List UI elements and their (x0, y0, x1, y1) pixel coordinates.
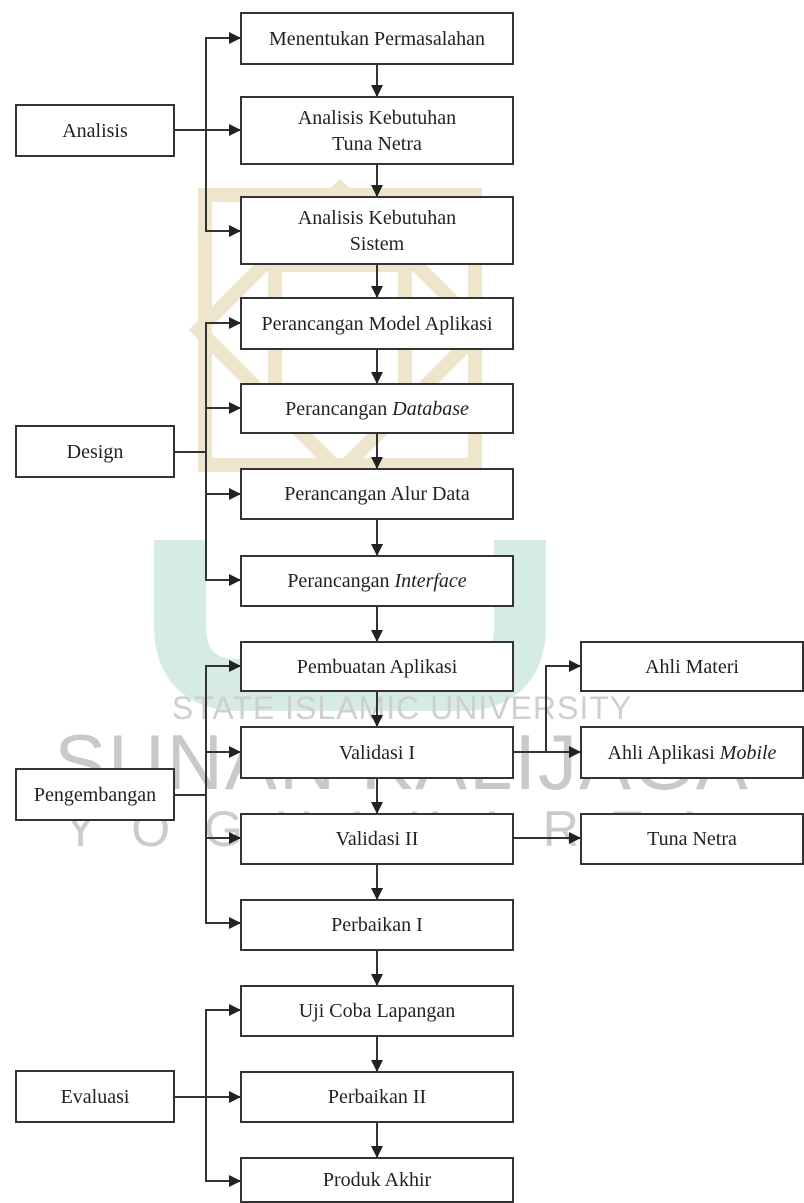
pengembangan-bracket (205, 665, 240, 924)
step-perancangan-interface: Perancangan Interface (240, 555, 514, 607)
watermark-line-1: STATE ISLAMIC UNIVERSITY (171, 690, 633, 726)
validasi1-branch (514, 665, 580, 753)
step-perancangan-model: Perancangan Model Aplikasi (240, 297, 514, 350)
step-menentukan-permasalahan: Menentukan Permasalahan (240, 12, 514, 65)
step-uji-coba-lapangan: Uji Coba Lapangan (240, 985, 514, 1037)
phase-pengembangan: Pengembangan (15, 768, 175, 821)
design-bracket (205, 322, 240, 581)
step-perbaikan-2: Perbaikan II (240, 1071, 514, 1123)
step-validasi-1: Validasi I (240, 726, 514, 779)
step-perancangan-database: Perancangan Database (240, 383, 514, 434)
step-validasi-2: Validasi II (240, 813, 514, 865)
phase-design: Design (15, 425, 175, 478)
phase-analisis: Analisis (15, 104, 175, 157)
phase-evaluasi: Evaluasi (15, 1070, 175, 1123)
analisis-bracket (205, 37, 240, 232)
validator-ahli-aplikasi-mobile: Ahli Aplikasi Mobile (580, 726, 804, 779)
step-pembuatan-aplikasi: Pembuatan Aplikasi (240, 641, 514, 692)
validator-tuna-netra: Tuna Netra (580, 813, 804, 865)
step-perbaikan-1: Perbaikan I (240, 899, 514, 951)
step-produk-akhir: Produk Akhir (240, 1157, 514, 1203)
step-analisis-kebutuhan-sistem: Analisis Kebutuhan Sistem (240, 196, 514, 265)
step-analisis-kebutuhan-tuna-netra: Analisis Kebutuhan Tuna Netra (240, 96, 514, 165)
step-perancangan-alur-data: Perancangan Alur Data (240, 468, 514, 520)
validator-ahli-materi: Ahli Materi (580, 641, 804, 692)
evaluasi-bracket (205, 1009, 240, 1182)
